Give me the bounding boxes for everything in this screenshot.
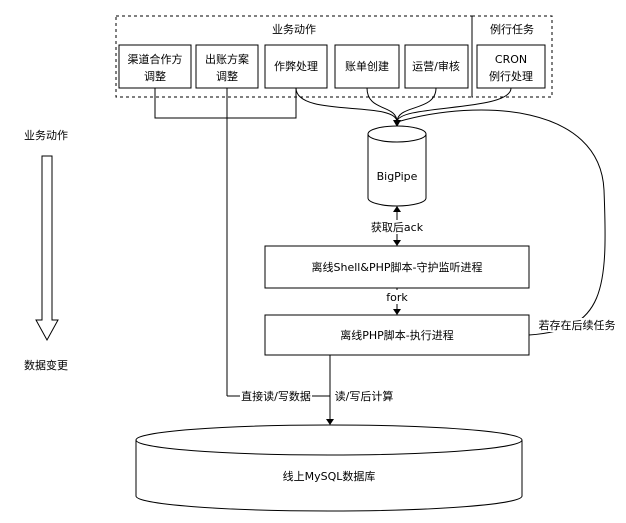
mysql-database-cylinder: 线上MySQL数据库 <box>135 424 523 512</box>
bill-to-bigpipe-curve <box>366 87 398 123</box>
business-actions-title: 业务动作 <box>272 23 316 36</box>
billing-plan-label-line1: 出账方案 <box>205 52 249 66</box>
channel-cooperation-label-line1: 渠道合作方 <box>128 52 183 66</box>
daemon-process-label: 离线Shell&PHP脚本-守护监听进程 <box>312 260 483 274</box>
cron-label-line1: CRON <box>495 53 527 66</box>
pending-task-label: 若存在后续任务 <box>539 318 616 332</box>
worker-process-box: 离线PHP脚本-执行进程 <box>264 314 530 356</box>
mysql-database-label: 线上MySQL数据库 <box>283 469 376 483</box>
bill-creation-box: 账单创建 <box>334 44 400 89</box>
action-bracket-line <box>154 88 297 119</box>
ops-review-box: 运营/审核 <box>404 44 469 89</box>
fraud-handling-label: 作弊处理 <box>274 60 318 73</box>
db-input-arrowhead <box>326 419 334 425</box>
daemon-down-arrowhead <box>393 240 401 246</box>
cron-to-bigpipe-curve <box>396 87 512 123</box>
ops-review-label: 运营/审核 <box>412 59 460 73</box>
legend-business-action-label: 业务动作 <box>24 129 68 142</box>
rw-compute-label: 读/写后计算 <box>335 389 394 403</box>
cron-label-line2: 例行处理 <box>489 69 533 83</box>
pending-task-loop-curve <box>396 109 606 336</box>
cron-tasks-group: 例行任务 <box>471 15 553 98</box>
daemon-process-box: 离线Shell&PHP脚本-守护监听进程 <box>264 245 530 289</box>
channel-cooperation-label-line2: 调整 <box>144 69 166 83</box>
direct-rw-label: 直接读/写数据 <box>241 389 311 403</box>
worker-process-label: 离线PHP脚本-执行进程 <box>340 328 454 342</box>
billing-plan-adjust-box: 出账方案 调整 <box>195 44 259 89</box>
fraud-to-bigpipe-curve <box>295 87 398 123</box>
bigpipe-up-arrowhead <box>393 206 401 212</box>
legend-hollow-down-arrow <box>35 155 59 342</box>
fetch-ack-label: 获取后ack <box>371 221 424 234</box>
bigpipe-cylinder: BigPipe <box>367 125 427 207</box>
billing-plan-label-line2: 调整 <box>216 69 238 83</box>
cron-routine-box: CRON 例行处理 <box>476 44 546 89</box>
bill-creation-label: 账单创建 <box>345 59 389 73</box>
ops-to-bigpipe-curve <box>396 87 437 123</box>
fork-arrowhead <box>393 309 401 315</box>
cron-tasks-title: 例行任务 <box>490 22 534 36</box>
business-actions-group: 业务动作 <box>115 15 473 98</box>
fraud-handling-box: 作弊处理 <box>264 44 328 89</box>
bigpipe-label: BigPipe <box>377 170 418 183</box>
legend-data-change-label: 数据变更 <box>24 358 68 372</box>
channel-cooperation-adjust-box: 渠道合作方 调整 <box>118 44 192 89</box>
fork-label: fork <box>386 291 408 304</box>
